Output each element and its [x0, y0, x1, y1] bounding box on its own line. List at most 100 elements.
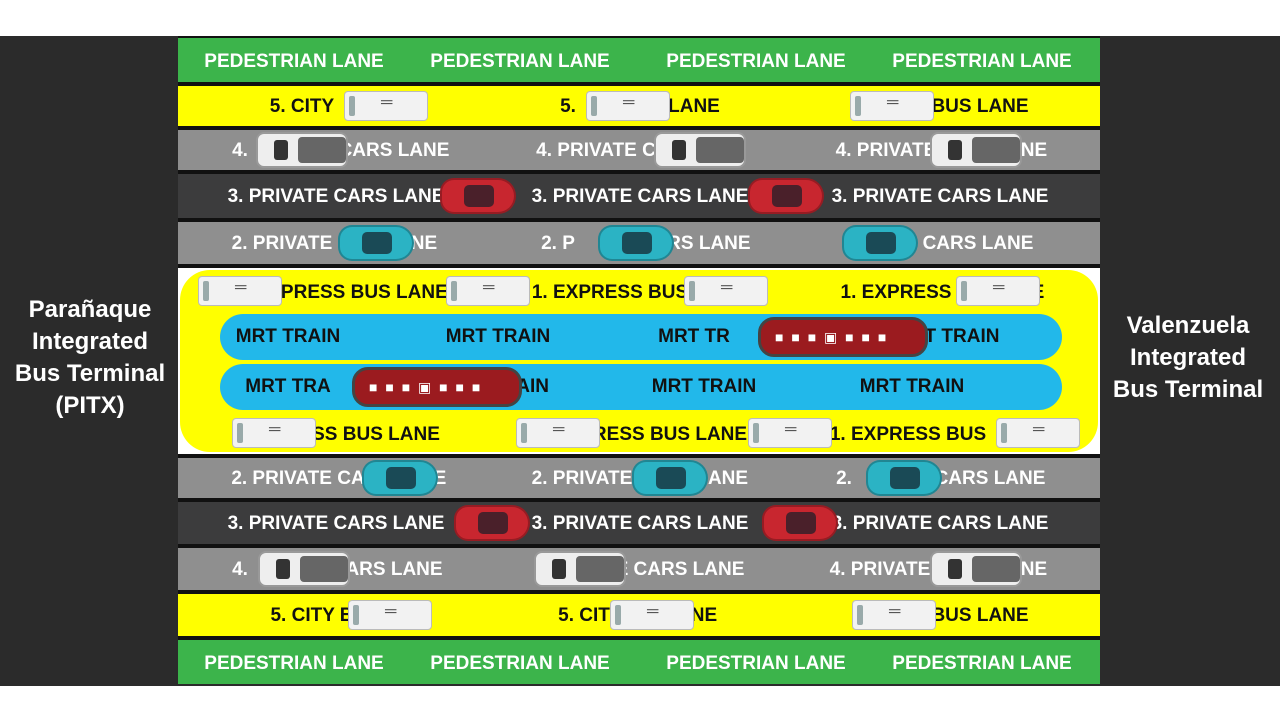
- private-cars-lane-2-bottom: 2. PRIVATE CA E 2. PRIVATE ANE 2. CARS L…: [178, 458, 1100, 498]
- lane-label: PEDESTRIAN LANE: [204, 653, 384, 674]
- lane-label: NE: [1020, 140, 1048, 161]
- teal-car-icon: [362, 460, 438, 496]
- lane-label: 3. PRIVATE CARS LANE: [227, 186, 445, 207]
- lane-label: PEDESTRIAN LANE: [666, 51, 846, 72]
- terminal-left-line: Integrated: [31, 328, 148, 355]
- private-cars-lane-4-top: 4. CARS LANE 4. PRIVATE C 4. PRIVATE NE: [178, 130, 1100, 170]
- lane-label: ARS LANE: [653, 233, 751, 254]
- lane-label: PEDESTRIAN LANE: [204, 51, 384, 72]
- lane-label: E CARS LANE: [615, 559, 745, 580]
- pickup-truck-icon: [256, 132, 348, 168]
- city-bus-icon: [586, 91, 670, 121]
- pickup-truck-icon: [930, 551, 1022, 587]
- pedestrian-lane-top: PEDESTRIAN LANE PEDESTRIAN LANE PEDESTRI…: [178, 38, 1100, 82]
- mrt-label: MRT TRAIN: [445, 326, 551, 347]
- lane-label: ARS LANE: [345, 559, 443, 580]
- lane-label: 5. CITY: [269, 96, 335, 117]
- express-lane-label: RESS BUS LANE: [592, 424, 748, 445]
- lane-label: PEDESTRIAN LANE: [892, 653, 1072, 674]
- mrt-label: MRT TRA: [245, 376, 331, 397]
- teal-car-icon: [632, 460, 708, 496]
- express-lane-label: SS BUS LANE: [312, 424, 440, 445]
- lane-label: CARS LANE: [338, 140, 450, 161]
- city-bus-icon: [610, 600, 694, 630]
- private-cars-lane-3-bottom: 3. PRIVATE CARS LANE 3. PRIVATE CARS LAN…: [178, 502, 1100, 544]
- lane-label: BUS LANE: [931, 605, 1029, 626]
- red-car-icon: [762, 505, 838, 541]
- lane-label: 5. CIT: [558, 605, 610, 626]
- terminal-left-line: (PITX): [55, 392, 125, 419]
- mrt-train-icon: [352, 367, 522, 407]
- lane-label: 4.: [232, 140, 248, 161]
- lane-label: CARS LANE: [922, 233, 1034, 254]
- red-car-icon: [454, 505, 530, 541]
- teal-car-icon: [338, 225, 414, 261]
- terminal-right-line: Bus Terminal: [1112, 376, 1264, 403]
- red-car-icon: [748, 178, 824, 214]
- express-bus-icon: [684, 276, 768, 306]
- express-bus-lane-area: XPRESS BUS LANE 1. EXPRESS BUS 1. EXPRES…: [180, 270, 1098, 452]
- terminal-right-valenzuela: Valenzuela Integrated Bus Terminal: [1104, 310, 1272, 406]
- median-express-and-mrt: XPRESS BUS LANE 1. EXPRESS BUS 1. EXPRES…: [178, 268, 1100, 454]
- express-lane-label: 1. EXPRESS BUS: [829, 424, 987, 445]
- mrt-label: MRT TRAIN: [235, 326, 341, 347]
- city-bus-icon: [850, 91, 934, 121]
- mrt-track-south: MRT TRA TRAIN MRT TRAIN MRT TRAIN: [220, 364, 1062, 410]
- mrt-label: MRT TR: [658, 326, 730, 347]
- terminal-right-line: Valenzuela: [1126, 312, 1250, 339]
- lane-label: 3. PRIVATE CARS LANE: [531, 186, 749, 207]
- lane-label: 4. PRIVATE C: [536, 140, 656, 161]
- lane-label: 3. PRIVATE CARS LANE: [531, 513, 749, 534]
- express-bus-icon: [748, 418, 832, 448]
- terminal-left-line: Parañaque: [28, 296, 152, 323]
- city-bus-icon: [348, 600, 432, 630]
- pickup-truck-icon: [930, 132, 1022, 168]
- express-lane-label: 1. EXPRESS BUS: [531, 282, 689, 303]
- lane-label: ANE: [707, 468, 749, 489]
- express-lane-label: 1. EXPRESS: [840, 282, 952, 303]
- city-bus-lane-top: 5. CITY 5. LANE BUS LANE: [178, 86, 1100, 126]
- mrt-label: T TRAIN: [924, 326, 1000, 347]
- lane-label: BUS LANE: [931, 96, 1029, 117]
- lane-label: 2. P: [541, 233, 575, 254]
- mrt-label: MRT TRAIN: [859, 376, 965, 397]
- mrt-track-north: MRT TRAIN MRT TRAIN MRT TR T TRAIN: [220, 314, 1062, 360]
- pedestrian-lane-bottom: PEDESTRIAN LANE PEDESTRIAN LANE PEDESTRI…: [178, 640, 1100, 684]
- terminal-left-line: Bus Terminal: [14, 360, 166, 387]
- lane-label: 2. PRIVATE: [231, 233, 333, 254]
- express-bus-icon: [996, 418, 1080, 448]
- lane-label: 3. PRIVATE CARS LANE: [227, 513, 445, 534]
- lane-label: 4.: [232, 559, 248, 580]
- pickup-truck-icon: [534, 551, 626, 587]
- express-lane-label: XPRESS BUS LANE: [268, 282, 448, 303]
- lane-label: 3. PRIVATE CARS LANE: [831, 186, 1049, 207]
- lane-label: NE: [1020, 559, 1048, 580]
- lane-label: 4. PRIVATE: [829, 559, 931, 580]
- pickup-truck-icon: [258, 551, 350, 587]
- express-bus-icon: [516, 418, 600, 448]
- lane-label: 4. PRIVATE: [835, 140, 937, 161]
- road-diagram: PEDESTRIAN LANE PEDESTRIAN LANE PEDESTRI…: [178, 36, 1100, 684]
- mrt-label: MRT TRAIN: [651, 376, 757, 397]
- terminal-right-line: Integrated: [1129, 344, 1246, 371]
- lane-label: PEDESTRIAN LANE: [666, 653, 846, 674]
- teal-car-icon: [842, 225, 918, 261]
- city-bus-icon: [852, 600, 936, 630]
- city-bus-lane-bottom: 5. CITY B 5. CIT NE BUS LANE: [178, 594, 1100, 636]
- lane-label: NE: [690, 605, 718, 626]
- mrt-train-icon: [758, 317, 928, 357]
- express-bus-icon: [232, 418, 316, 448]
- teal-car-icon: [866, 460, 942, 496]
- lane-label: 5. CITY B: [270, 605, 354, 626]
- lane-label: NE: [410, 233, 438, 254]
- lane-label: PEDESTRIAN LANE: [892, 51, 1072, 72]
- private-cars-lane-2-top: 2. PRIVATE NE 2. P ARS LANE CARS LANE: [178, 222, 1100, 264]
- terminal-left-pitx: Parañaque Integrated Bus Terminal (PITX): [6, 294, 174, 422]
- pickup-truck-icon: [654, 132, 746, 168]
- lane-label: 3. PRIVATE CARS LANE: [831, 513, 1049, 534]
- express-bus-icon: [446, 276, 530, 306]
- lane-label: PEDESTRIAN LANE: [430, 51, 610, 72]
- express-bus-icon: [198, 276, 282, 306]
- private-cars-lane-4-bottom: 4. ARS LANE E CARS LANE 4. PRIVATE NE: [178, 548, 1100, 590]
- lane-label: LANE: [668, 96, 720, 117]
